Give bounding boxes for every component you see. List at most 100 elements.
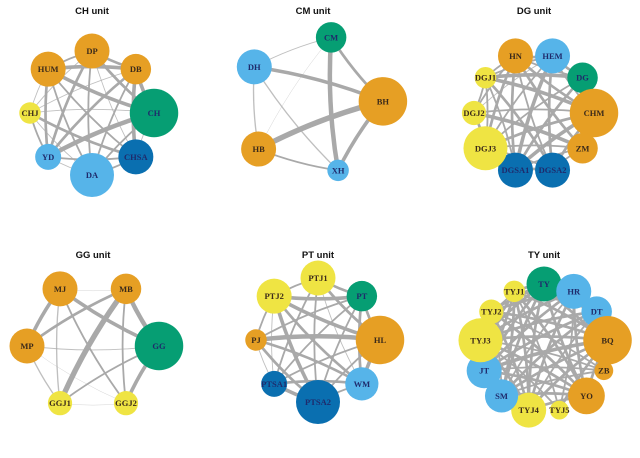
node-circle [484,379,519,413]
node-circle [466,353,502,389]
node-circle [583,316,632,365]
node-tyj3[interactable]: TYJ3 [458,318,503,363]
panel-title: CM unit [296,6,332,17]
node-label: XH [332,165,345,175]
node-pt[interactable]: PT [346,280,378,312]
node-bh[interactable]: BH [358,77,408,126]
node-pj[interactable]: PJ [245,329,267,351]
node-bq[interactable]: BQ [583,316,632,365]
node-label: CHSA [124,152,148,162]
node-chj[interactable]: CHJ [19,102,41,124]
node-ptsa2[interactable]: PTSA2 [296,380,340,424]
node-label: DGJ2 [463,108,484,118]
node-hb[interactable]: HB [241,131,277,167]
node-label: TYJ5 [549,405,569,415]
node-sm[interactable]: SM [484,379,519,413]
nodes: CM BH XH HB DH [236,22,408,182]
node-cm[interactable]: CM [315,22,347,53]
node-circle [35,143,62,170]
node-label: GG [152,341,166,351]
node-ggj1[interactable]: GGJ1 [47,391,73,416]
node-circle [245,329,267,351]
node-dgj2[interactable]: DGJ2 [461,100,487,126]
node-dg[interactable]: DG [567,62,598,93]
node-label: YO [580,391,593,401]
node-yo[interactable]: YO [568,377,605,415]
node-circle [458,318,503,363]
panel-title: TY unit [528,250,561,261]
node-ty[interactable]: TY [526,266,562,302]
node-label: JT [479,366,489,376]
node-tyj2[interactable]: TYJ2 [479,299,504,324]
node-jt[interactable]: JT [466,353,502,389]
node-wm[interactable]: WM [345,367,379,401]
node-mb[interactable]: MB [110,273,142,305]
node-tyj4[interactable]: TYJ4 [511,392,547,428]
node-ggj2[interactable]: GGJ2 [113,391,139,416]
node-label: PJ [251,335,261,345]
node-label: CHM [584,108,605,118]
node-mj[interactable]: MJ [42,271,78,307]
node-circle [327,159,349,182]
node-dgj1[interactable]: DGJ1 [474,66,497,89]
node-hum[interactable]: HUM [30,51,66,87]
node-circle [236,49,272,85]
node-circle [120,53,152,85]
node-tyj1[interactable]: TYJ1 [503,280,526,303]
node-dh[interactable]: DH [236,49,272,85]
node-label: GGJ1 [49,398,71,408]
node-dgj3[interactable]: DGJ3 [463,126,508,171]
node-circle [474,66,497,89]
node-ptj2[interactable]: PTJ2 [256,278,292,314]
node-dp[interactable]: DP [74,33,110,69]
node-chm[interactable]: CHM [569,88,619,138]
node-label: HUM [38,64,59,74]
node-zb[interactable]: ZB [594,361,614,381]
node-label: TYJ3 [470,335,490,345]
node-label: TYJ2 [481,307,501,317]
node-hr[interactable]: HR [556,273,592,309]
node-tyj5[interactable]: TYJ5 [549,400,569,420]
node-circle [134,321,184,371]
node-circle [358,77,408,126]
node-label: PTSA1 [261,379,287,389]
node-chsa[interactable]: CHSA [118,139,154,175]
node-dgsa1[interactable]: DGSA1 [497,152,533,188]
panel-title: GG unit [76,250,112,261]
node-circle [511,392,547,428]
node-db[interactable]: DB [120,53,152,85]
node-label: BH [377,96,390,106]
node-ch[interactable]: CH [129,88,179,138]
node-circle [256,278,292,314]
node-mp[interactable]: MP [9,328,45,364]
node-circle [567,62,598,93]
node-circle [497,38,533,74]
node-label: DA [86,170,99,180]
node-da[interactable]: DA [70,153,114,197]
network-panel-cm: CM BH XH HB DH [236,22,408,182]
node-label: PT [356,291,367,301]
node-dgsa2[interactable]: DGSA2 [535,152,571,188]
node-circle [594,361,614,381]
node-circle [461,100,487,126]
node-ptsa1[interactable]: PTSA1 [261,370,288,397]
node-gg[interactable]: GG [134,321,184,371]
node-yd[interactable]: YD [35,143,62,170]
nodes: MB GG GGJ2 GGJ1 MP MJ [9,271,184,416]
node-hl[interactable]: HL [355,315,405,365]
node-zm[interactable]: ZM [567,133,598,164]
node-label: PTJ1 [308,273,327,283]
edge-TYJ5-TYJ1 [513,290,561,411]
network-panel-gg: MB GG GGJ2 GGJ1 MP MJ [9,271,184,416]
node-circle [345,367,379,401]
node-circle [497,152,533,188]
node-xh[interactable]: XH [327,159,349,182]
node-label: CH [148,108,161,118]
node-hn[interactable]: HN [497,38,533,74]
node-hem[interactable]: HEM [535,38,571,74]
node-ptj1[interactable]: PTJ1 [300,260,336,296]
node-label: YD [42,152,54,162]
